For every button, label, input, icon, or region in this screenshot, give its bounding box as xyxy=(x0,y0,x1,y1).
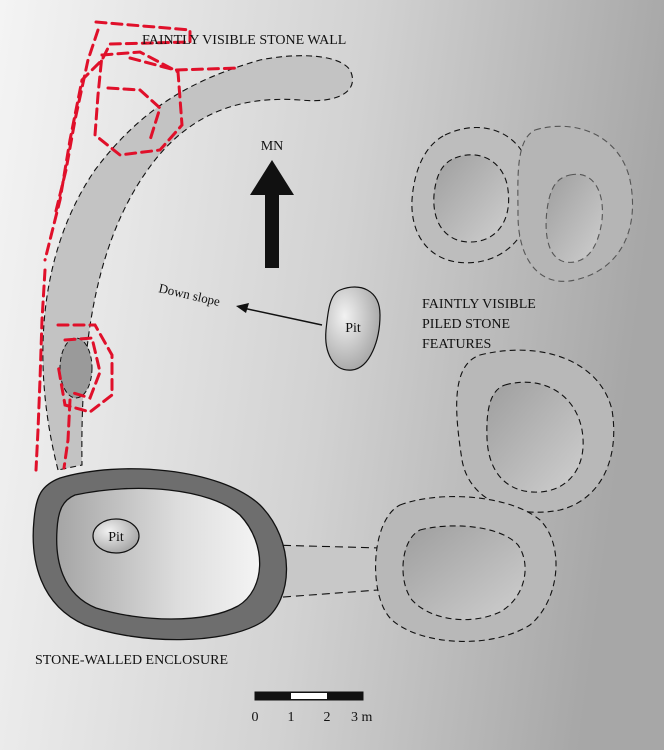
north-arrow xyxy=(250,160,294,268)
red-trace-loop-2 xyxy=(128,56,242,72)
piled-stone-label-line1: FAINTLY VISIBLE xyxy=(422,297,536,312)
piled-stone-feature-1-inner xyxy=(433,154,510,243)
down-slope-arrow xyxy=(236,303,323,326)
wall-node-feature xyxy=(59,337,93,399)
scale-tick-2: 2 xyxy=(324,710,331,725)
connecting-wall-edge-top xyxy=(269,544,383,549)
red-trace-loop-1 xyxy=(93,50,184,157)
connecting-wall xyxy=(270,545,382,598)
scale-tick-1: 1 xyxy=(288,710,295,725)
center-pit xyxy=(325,286,381,371)
enclosure-interior xyxy=(56,487,261,620)
scale-bar xyxy=(254,691,364,701)
red-trace-node-outer xyxy=(56,323,114,414)
center-pit-label: Pit xyxy=(345,321,361,336)
north-arrow-shaft xyxy=(265,194,279,268)
scale-tick-3m: 3 m xyxy=(351,710,373,725)
piled-stone-feature-3-inner xyxy=(486,381,584,493)
enclosure-pit-label: Pit xyxy=(108,530,124,545)
piled-stone-feature-4-inner xyxy=(402,525,526,621)
red-trace-loop-3 xyxy=(106,86,162,142)
stone-wall-label: FAINTLY VISIBLE STONE WALL xyxy=(142,33,346,48)
north-arrow-head xyxy=(250,160,294,195)
north-label: MN xyxy=(261,139,284,154)
red-trace-wall-outer xyxy=(43,20,192,262)
scale-tick-0: 0 xyxy=(252,710,259,725)
enclosure-label: STONE-WALLED ENCLOSURE xyxy=(35,653,228,668)
enclosure-pit xyxy=(92,518,140,554)
piled-stone-label-line3: FEATURES xyxy=(422,337,491,352)
red-trace-wall-lower xyxy=(34,268,47,472)
connecting-wall-edge-bottom xyxy=(269,589,379,599)
red-trace-group xyxy=(34,20,242,472)
piled-stone-feature-2-inner xyxy=(545,173,603,263)
red-trace-wall-inner xyxy=(53,28,100,217)
piled-stone-label-line2: PILED STONE xyxy=(422,317,510,332)
stone-wall-band xyxy=(42,55,354,471)
red-trace-lower-edge xyxy=(62,398,72,470)
red-trace-node-inner xyxy=(63,336,102,400)
